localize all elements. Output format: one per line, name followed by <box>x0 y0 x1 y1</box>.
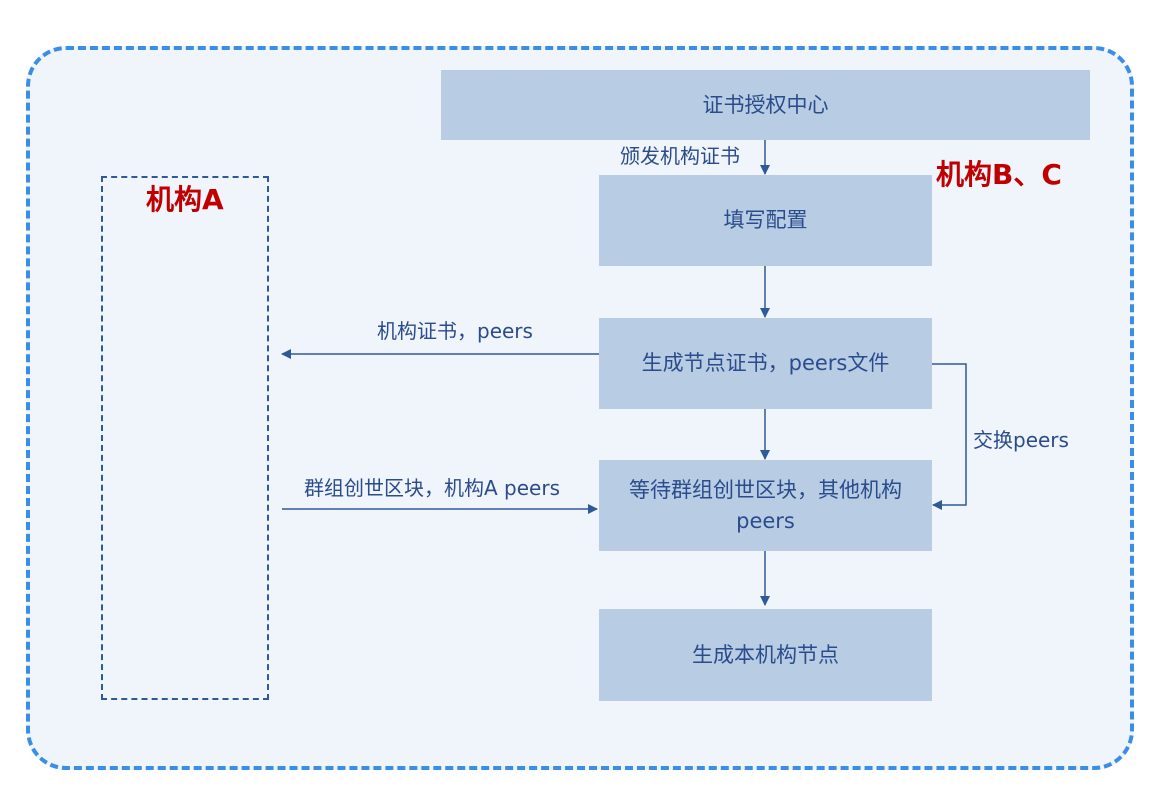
node-ca: 证书授权中心 <box>441 70 1090 140</box>
node-gen-certs: 生成节点证书，peers文件 <box>599 318 932 409</box>
label-send-to-a: 机构证书，peers <box>377 319 533 343</box>
label-issue-cert: 颁发机构证书 <box>620 144 740 168</box>
org-a-title: 机构A <box>146 183 224 216</box>
org-bc-title: 机构B、C <box>936 158 1062 191</box>
arrow-exchange-peers <box>932 363 967 510</box>
label-exchange-peers: 交换peers <box>973 428 1069 452</box>
node-fill-config: 填写配置 <box>599 175 932 266</box>
org-a-box <box>101 176 269 700</box>
label-from-a: 群组创世区块，机构A peers <box>304 476 560 500</box>
node-wait-genesis: 等待群组创世区块，其他机构peers <box>599 460 932 551</box>
outer-container <box>26 46 1134 770</box>
node-gen-node: 生成本机构节点 <box>599 609 932 701</box>
